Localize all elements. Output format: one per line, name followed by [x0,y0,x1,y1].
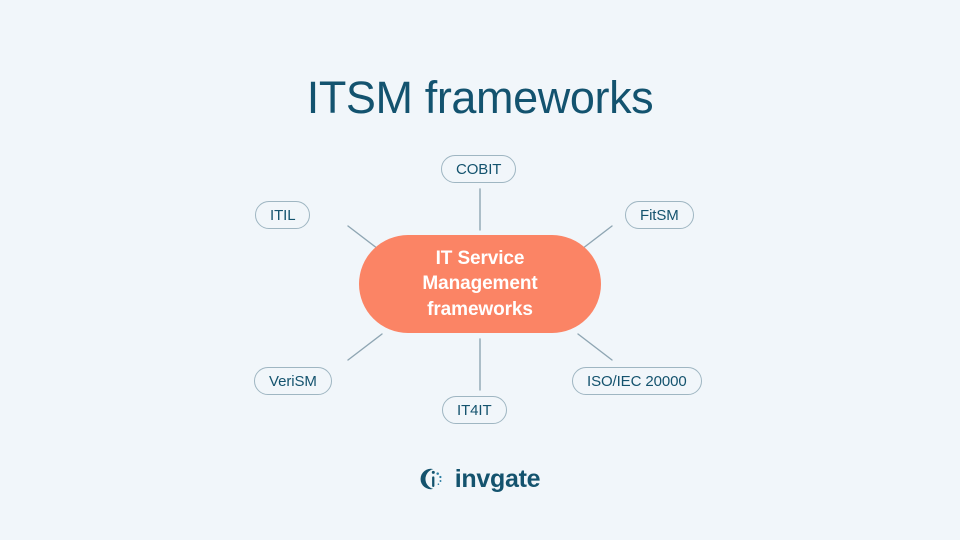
node-fitsm-label: FitSM [640,206,679,224]
node-iso-iec-20000[interactable]: ISO/IEC 20000 [572,367,702,395]
center-node-label: IT Service Management frameworks [422,248,538,320]
node-fitsm[interactable]: FitSM [625,201,694,229]
connector-isoiec [577,333,613,361]
node-itil-label: ITIL [270,206,296,224]
invgate-wordmark: invgate [454,464,541,493]
node-cobit-label: COBIT [456,160,502,178]
page-title: ITSM frameworks [306,72,654,124]
node-verism[interactable]: VeriSM [254,367,332,395]
connector-verism [347,333,383,361]
node-cobit[interactable]: COBIT [441,155,517,183]
node-iso-iec-20000-label: ISO/IEC 20000 [587,372,687,390]
node-it4it[interactable]: IT4IT [442,396,507,424]
node-itil[interactable]: ITIL [255,201,311,229]
center-node: IT Service Management frameworks [359,235,601,333]
node-it4it-label: IT4IT [457,401,492,419]
node-verism-label: VeriSM [269,372,317,390]
brand-logo: invgate [0,466,960,492]
invgate-logo-icon [420,468,442,490]
